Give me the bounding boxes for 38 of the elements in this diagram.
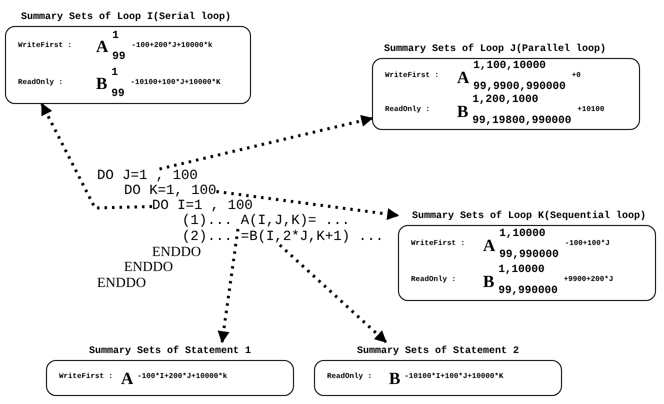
summary-heading: Summary Sets of Loop I(Serial loop) (21, 10, 232, 24)
array-name: B (96, 75, 108, 92)
dotted-arrow (278, 244, 387, 344)
code-line: DO I=1 , 100 (152, 199, 253, 214)
summary-heading: Summary Sets of Loop J(Parallel loop) (384, 42, 606, 56)
lower-bound: 99 (111, 88, 125, 100)
array-name: B (389, 370, 400, 386)
upper-bound: 1,100,10000 (473, 60, 547, 73)
code-line: DO J=1 , 100 (97, 169, 198, 184)
upper-bound: 1,10000 (498, 264, 546, 277)
array-name: A (483, 236, 496, 254)
lower-bound: 99,990000 (498, 285, 558, 298)
code-line: ENDDO (97, 276, 146, 291)
upper-bound: 1,200,1000 (472, 94, 540, 107)
array-name: A (457, 68, 470, 86)
code-line: (1)... A(I,J,K)= ... (182, 214, 350, 229)
summary-heading: Summary Sets of Loop K(Sequential loop) (412, 210, 646, 224)
lower-bound: 99,990000 (499, 249, 559, 262)
upper-bound: 1 (112, 30, 120, 42)
lower-bound: 99 (112, 50, 126, 64)
code-line: ENDDO (152, 245, 201, 260)
code-line: DO K=1, 100 (124, 184, 216, 199)
array-name: A (96, 38, 108, 55)
upper-bound: 1,10000 (499, 228, 546, 241)
dotted-arrow (216, 190, 400, 220)
summary-heading: Summary Sets of Statement 1 (88, 344, 252, 358)
upper-bound: 1 (111, 66, 119, 80)
array-name: B (483, 272, 494, 290)
summary-heading: Summary Sets of Statement 2 (356, 344, 520, 358)
dotted-arrow (40, 102, 152, 210)
array-name: A (121, 370, 134, 386)
dotted-arrow (159, 114, 374, 170)
lower-bound: 99,19800,990000 (472, 115, 572, 128)
array-name: B (457, 102, 468, 120)
code-line: ENDDO (124, 260, 173, 275)
dotted-arrow (218, 228, 240, 344)
code-line: (2)... =B(I,2*J,K+1) ... (182, 230, 384, 245)
lower-bound: 99,9900,990000 (473, 81, 566, 94)
